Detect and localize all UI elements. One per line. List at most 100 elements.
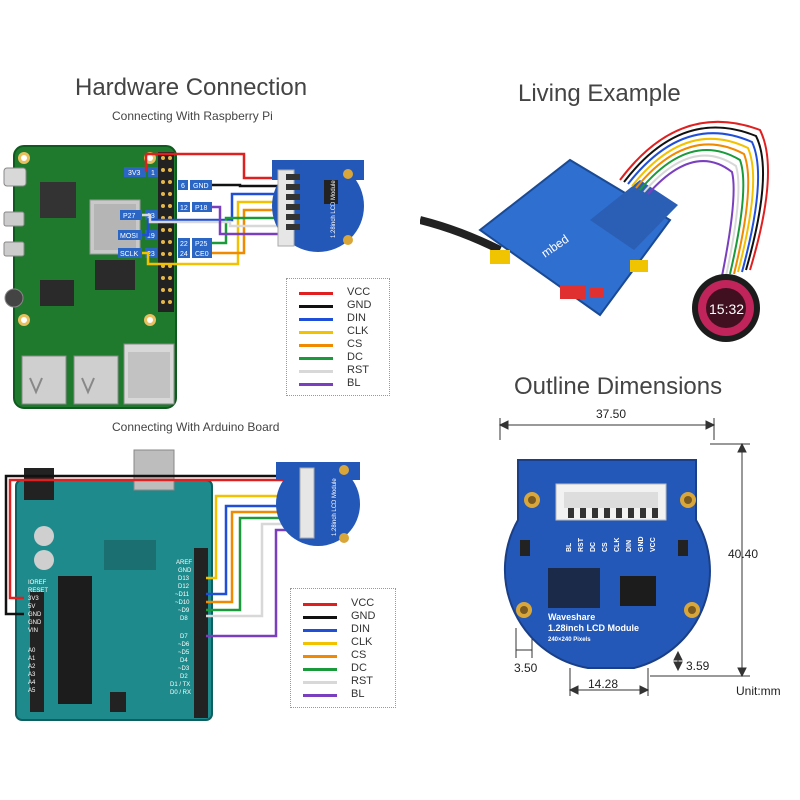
module-brand: Waveshare <box>548 612 595 622</box>
pin-a4: A4 <box>28 680 36 686</box>
legend-label-cs: CS <box>347 338 363 350</box>
legend-line-vcc <box>299 292 333 295</box>
dimension-bottom-gap: 3.59 <box>686 659 710 673</box>
module-pin-din: DIN <box>626 540 633 552</box>
pin-label-3v3: 3V3 <box>128 170 141 177</box>
pin-a3: A3 <box>28 672 36 678</box>
lcd-module-arduino: 1.28inch LCD Module <box>276 462 360 546</box>
pin-d5: ~D5 <box>178 650 190 656</box>
pin-d7: D7 <box>180 634 188 640</box>
pin-d6: ~D6 <box>178 642 190 648</box>
pin-5v: 5V <box>28 604 35 610</box>
legend2-label-cs: CS <box>351 649 367 661</box>
pin-label-p27: P27 <box>123 213 136 220</box>
raspberry-pi-diagram: 3V3 1 6 GND 12 P18 P27 13 MOSI 19 22 P25… <box>3 145 364 409</box>
usb-port <box>73 355 119 405</box>
pin-number-6: 6 <box>181 183 185 190</box>
outline-dimensions-drawing: BL RST DC CS CLK DIN GND VCC Waveshare 1… <box>498 407 781 698</box>
legend-label-rst: RST <box>347 364 369 376</box>
module-pin-cs: CS <box>602 542 609 552</box>
legend2-label-bl: BL <box>351 688 365 700</box>
legend2-label-clk: CLK <box>351 636 373 648</box>
legend-line-din <box>299 318 333 321</box>
pin-aref: AREF <box>176 560 192 566</box>
pin-gnd-1: GND <box>28 612 42 618</box>
pin-d9: ~D9 <box>178 608 190 614</box>
pin-a0: A0 <box>28 648 36 654</box>
microcontroller-chip <box>58 576 92 704</box>
pin-a2: A2 <box>28 664 36 670</box>
pin-d2: D2 <box>180 674 188 680</box>
pin-d12: D12 <box>178 584 190 590</box>
module-pin-gnd: GND <box>638 536 645 552</box>
legend-label-din: DIN <box>347 312 366 324</box>
legend-line-bl <box>299 383 333 386</box>
pin-label-p25: P25 <box>195 241 208 248</box>
ram-chip <box>40 182 76 218</box>
pin-d10: ~D10 <box>175 600 190 606</box>
legend-arduino: VCC GND DIN CLK CS DC RST BL <box>290 588 396 708</box>
pin-d4: D4 <box>180 658 188 664</box>
living-example-photo: mbed 15:32 <box>420 120 769 342</box>
pin-vin: VIN <box>28 628 38 634</box>
module-title: 1.28inch LCD Module <box>548 623 639 633</box>
pin-label-p18: P18 <box>195 205 208 212</box>
pin-label-gnd: GND <box>193 183 209 190</box>
legend-line-dc <box>299 357 333 360</box>
legend-label-gnd: GND <box>347 299 372 311</box>
pin-d13: D13 <box>178 576 190 582</box>
dimension-unit: Unit:mm <box>736 684 781 698</box>
legend-line-rst <box>299 370 333 373</box>
dimension-hole-offset: 3.50 <box>514 661 538 675</box>
pin-gnd-top: GND <box>178 568 192 574</box>
pin-label-sclk: SCLK <box>120 251 139 258</box>
module-pin-rst: RST <box>578 537 585 552</box>
legend2-label-din: DIN <box>351 623 370 635</box>
pin-d11: ~D11 <box>175 592 190 598</box>
outline-dimensions-title: Outline Dimensions <box>514 373 723 400</box>
legend-label-vcc: VCC <box>347 286 371 298</box>
digital-header <box>194 548 208 718</box>
module-pin-vcc: VCC <box>650 537 657 552</box>
pin-a5: A5 <box>28 688 36 694</box>
dimension-width: 37.50 <box>596 407 626 421</box>
pin-number-24: 24 <box>180 251 188 258</box>
hardware-connection-title: Hardware Connection <box>75 74 308 101</box>
living-example-title: Living Example <box>518 80 681 107</box>
legend2-label-gnd: GND <box>351 610 376 622</box>
dimension-height: 40.40 <box>728 547 758 561</box>
pin-d0: D0 / RX <box>170 690 191 696</box>
lcd-module-pi: 1.28inch LCD Module <box>272 160 364 252</box>
gpio-header <box>158 152 174 312</box>
power-jack <box>24 468 54 500</box>
module-label-arduino: 1.28inch LCD Module <box>332 478 338 536</box>
legend-line-clk <box>299 331 333 334</box>
module-resolution: 240×240 Pixels <box>548 637 591 643</box>
pin-label-ce0: CE0 <box>195 251 209 258</box>
pin-d8: D8 <box>180 616 188 622</box>
legend-line-gnd <box>299 305 333 308</box>
legend-label-bl: BL <box>347 377 361 389</box>
legend-label-dc: DC <box>347 351 363 363</box>
pin-d3: ~D3 <box>178 666 190 672</box>
module-chip-right <box>620 576 656 606</box>
usb-connector <box>133 449 175 491</box>
pin-ioref: IOREF <box>28 580 47 586</box>
pin-label-mosi: MOSI <box>120 233 138 240</box>
dimension-flat-width: 14.28 <box>588 677 618 691</box>
module-pin-dc: DC <box>590 542 597 552</box>
legend2-label-vcc: VCC <box>351 597 375 609</box>
pin-reset: RESET <box>28 588 48 594</box>
raspberry-pi-subtitle: Connecting With Raspberry Pi <box>112 109 273 123</box>
usb-port <box>21 355 67 405</box>
legend-line-cs <box>299 344 333 347</box>
pin-gnd-2: GND <box>28 620 42 626</box>
pin-number-1: 1 <box>151 170 155 177</box>
pin-number-23: 23 <box>147 251 155 258</box>
pin-number-22: 22 <box>180 241 188 248</box>
module-pin-clk: CLK <box>614 538 621 552</box>
pin-d1: D1 / TX <box>170 682 190 688</box>
arduino-diagram: AREF GND D13 D12 ~D11 ~D10 ~D9 D8 D7 ~D6… <box>4 449 360 721</box>
power-header <box>30 592 44 712</box>
pin-a1: A1 <box>28 656 36 662</box>
